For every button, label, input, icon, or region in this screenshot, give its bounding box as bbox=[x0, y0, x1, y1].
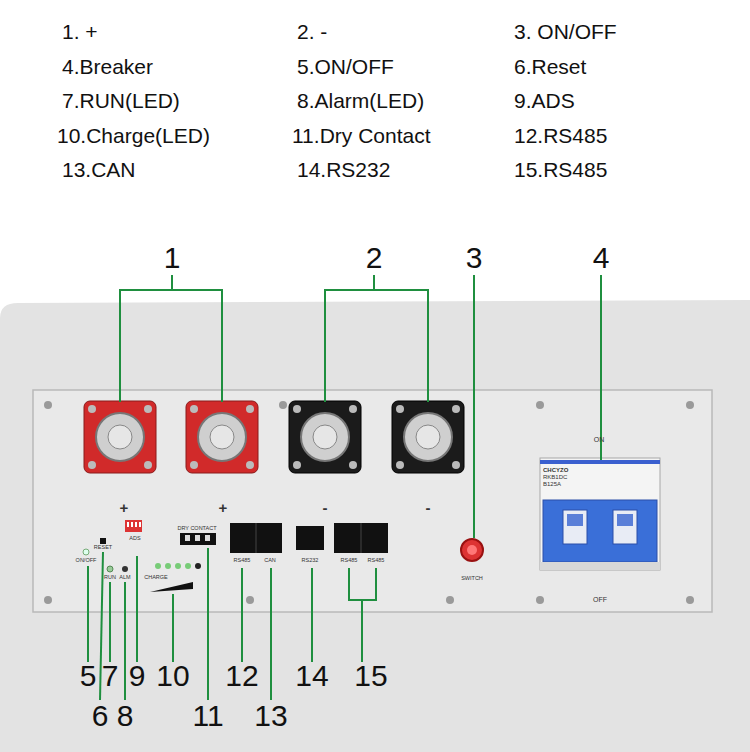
part-description: 10.Charge(LED) bbox=[57, 125, 210, 146]
port-marking: CAN bbox=[264, 558, 276, 564]
callout-number: 6 bbox=[92, 701, 109, 731]
breaker-marking: OFF bbox=[593, 596, 607, 603]
callout-number: 11 bbox=[192, 701, 223, 731]
breaker: CHCYZORKB1DCB125A bbox=[543, 467, 613, 497]
run-led bbox=[107, 566, 113, 572]
dry-contact-connector bbox=[180, 533, 216, 545]
port-marking: RS485 bbox=[234, 558, 251, 564]
terminal-marking: + bbox=[120, 500, 129, 515]
part-description: 4.Breaker bbox=[62, 56, 153, 77]
panel-marking: RUN bbox=[104, 575, 116, 581]
breaker-symbol bbox=[540, 458, 660, 570]
breaker-marking: B125A bbox=[543, 481, 613, 488]
part-description: 1. + bbox=[62, 21, 98, 42]
panel-marking: CHARGE bbox=[144, 575, 168, 581]
panel-plate bbox=[33, 390, 712, 612]
part-description: 9.ADS bbox=[514, 90, 575, 111]
callout-number: 5 bbox=[80, 661, 97, 691]
power-switch bbox=[461, 539, 483, 561]
part-description: 14.RS232 bbox=[297, 159, 390, 180]
callout-number: 8 bbox=[117, 701, 134, 731]
panel-marking: ADS bbox=[129, 536, 140, 542]
alarm-led bbox=[122, 566, 128, 572]
part-description: 7.RUN(LED) bbox=[62, 90, 180, 111]
callout-number: 7 bbox=[102, 661, 119, 691]
on-off-led bbox=[83, 549, 89, 555]
ads-dip-switch bbox=[125, 520, 142, 532]
terminal-marking: - bbox=[323, 500, 328, 515]
callout-number: 9 bbox=[129, 661, 146, 691]
part-description: 13.CAN bbox=[62, 159, 136, 180]
callout-number: 1 bbox=[164, 243, 181, 273]
callout-number: 15 bbox=[354, 661, 387, 691]
screws bbox=[44, 401, 694, 604]
callout-number: 13 bbox=[254, 701, 287, 731]
panel-marking: SWITCH bbox=[461, 576, 483, 582]
reset-button bbox=[100, 538, 106, 544]
leader-lines bbox=[88, 275, 601, 700]
part-description: 3. ON/OFF bbox=[514, 21, 617, 42]
part-description: 2. - bbox=[297, 21, 327, 42]
part-description: 11.Dry Contact bbox=[292, 125, 431, 146]
part-description: 8.Alarm(LED) bbox=[297, 90, 424, 111]
positive-terminal bbox=[186, 401, 258, 473]
part-description: 6.Reset bbox=[514, 56, 586, 77]
callout-number: 12 bbox=[225, 661, 258, 691]
callout-number: 4 bbox=[593, 243, 610, 273]
panel-marking: DRY CONTACT bbox=[177, 526, 216, 532]
panel-marking: RESET bbox=[94, 545, 112, 551]
port-marking: RS485 bbox=[368, 558, 385, 564]
positive-terminal bbox=[84, 401, 156, 473]
callout-number: 2 bbox=[366, 243, 383, 273]
callout-number: 3 bbox=[466, 243, 483, 273]
part-description: 15.RS485 bbox=[514, 159, 607, 180]
callout-number: 14 bbox=[295, 661, 328, 691]
communication-ports bbox=[230, 523, 388, 553]
breaker-marking: ON bbox=[594, 436, 605, 443]
cabinet-body bbox=[0, 300, 750, 752]
negative-terminal bbox=[289, 401, 361, 473]
terminal-marking: + bbox=[219, 500, 228, 515]
panel-marking: ALM bbox=[119, 575, 130, 581]
negative-terminal bbox=[392, 401, 464, 473]
port-marking: RS485 bbox=[341, 558, 358, 564]
panel-marking: ON/OFF bbox=[76, 558, 97, 564]
port-marking: RS232 bbox=[302, 558, 319, 564]
breaker-marking: RKB1DC bbox=[543, 474, 613, 481]
part-description: 12.RS485 bbox=[514, 125, 607, 146]
part-description: 5.ON/OFF bbox=[297, 56, 394, 77]
breaker-marking: CHCYZO bbox=[543, 467, 613, 474]
terminal-marking: - bbox=[426, 500, 431, 515]
callout-number: 10 bbox=[156, 661, 189, 691]
